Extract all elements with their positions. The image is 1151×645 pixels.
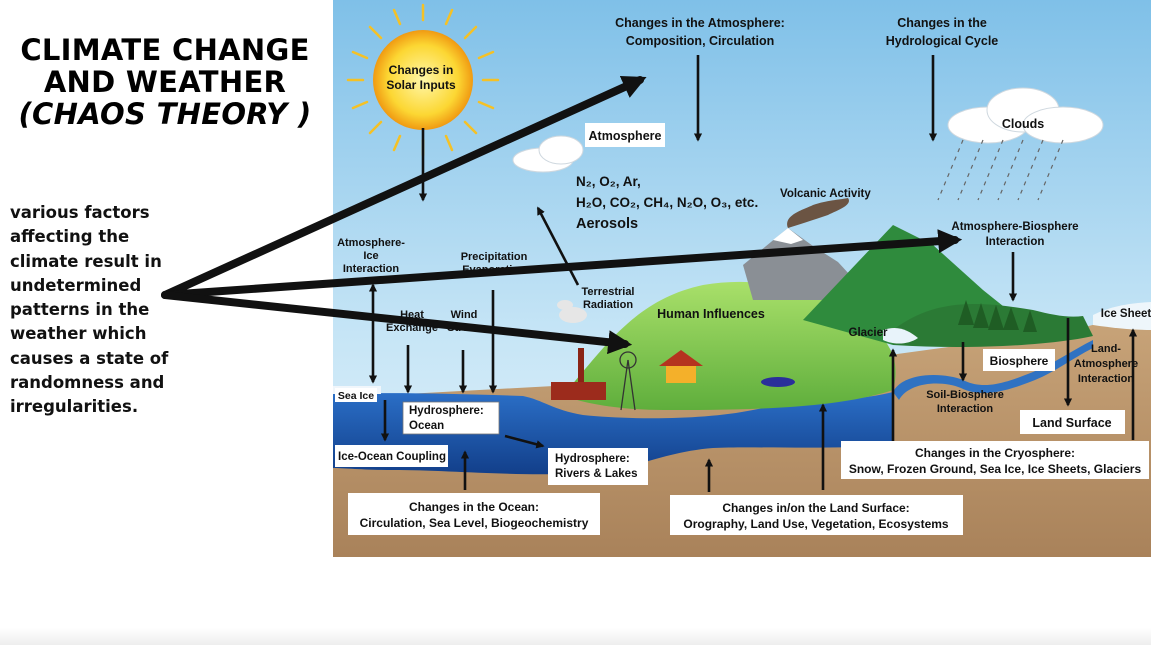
cloud-rain: [947, 87, 1104, 144]
factory-icon: [551, 300, 606, 400]
hydrosphere-ocean-label-2: Ocean: [409, 420, 444, 432]
soil-bio-label-1: Soil-Biosphere: [926, 389, 1004, 401]
atmosphere-changes-label-1: Changes in the Atmosphere:: [615, 16, 785, 30]
land-atm-label-2: Atmosphere: [1074, 358, 1138, 370]
svg-text:Changes in: Changes in: [389, 63, 454, 77]
land-changes-label-2: Orography, Land Use, Vegetation, Ecosyst…: [683, 517, 949, 531]
glacier-label: Glacier: [849, 327, 889, 339]
volcanic-label: Volcanic Activity: [780, 188, 871, 200]
pointer-arrow-atmosphere: [161, 75, 647, 299]
page-title: CLIMATE CHANGE AND WEATHER (CHAOS THEORY…: [0, 34, 330, 130]
sun-icon: [346, 3, 500, 157]
glacier-ice: [883, 327, 918, 344]
cloud-small: [512, 135, 584, 173]
house-icon: [659, 350, 703, 383]
sea-ice-label: Sea Ice: [338, 390, 374, 402]
grey-mountain-snow: [773, 228, 803, 244]
ice-sheet-label: Ice Sheet: [1101, 308, 1151, 320]
hydrosphere-ocean-label-1: Hydrosphere:: [409, 405, 484, 417]
clouds-label: Clouds: [1002, 117, 1044, 131]
description-text: various factors affecting the climate re…: [10, 203, 169, 417]
car-icon: [761, 377, 795, 387]
gases-label-3: Aerosols: [576, 216, 638, 232]
atmosphere-label: Atmosphere: [589, 129, 662, 143]
svg-text:Solar Inputs: Solar Inputs: [386, 78, 456, 92]
soil-bio-label-2: Interaction: [937, 403, 994, 415]
gases-label-1: N₂, O₂, Ar,: [576, 174, 641, 189]
biosphere-label: Biosphere: [990, 354, 1049, 368]
atm-ice-label-2: Ice: [363, 250, 378, 262]
wind-label-1: Wind: [451, 309, 478, 321]
atmosphere-changes-label-2: Composition, Circulation: [626, 34, 775, 48]
title-line-1: CLIMATE CHANGE: [20, 33, 310, 67]
land-atm-label-1: Land-: [1091, 343, 1121, 355]
atm-bio-label-1: Atmosphere-Biosphere: [951, 221, 1078, 233]
diagram-arrows: [380, 55, 1138, 492]
ocean-changes-label-1: Changes in the Ocean:: [409, 500, 539, 514]
sun-label: Changes in Solar Inputs: [386, 63, 456, 92]
ocean-changes-label-2: Circulation, Sea Level, Biogeochemistry: [360, 516, 589, 530]
rivers-label-2: Rivers & Lakes: [555, 468, 637, 480]
cryosphere-label-2: Snow, Frozen Ground, Sea Ice, Ice Sheets…: [849, 462, 1142, 476]
hydro-cycle-label-1: Changes in the: [897, 16, 987, 30]
atm-ice-label-3: Interaction: [343, 263, 400, 275]
title-line-2: AND WEATHER: [43, 65, 287, 99]
ice-ocean-label: Ice-Ocean Coupling: [338, 451, 446, 463]
gases-label-2: H₂O, CO₂, CH₄, N₂O, O₃, etc.: [576, 195, 758, 210]
bottom-strip: [0, 628, 1151, 645]
precip-label-1: Precipitation: [461, 251, 528, 263]
ice-sheet: [1093, 302, 1151, 330]
terrestrial-label-2: Radiation: [583, 299, 633, 311]
title-line-3: (CHAOS THEORY ): [18, 97, 312, 131]
rivers-label-1: Hydrosphere:: [555, 453, 630, 465]
climate-system-diagram: Changes in Solar Inputs Changes in the A…: [333, 0, 1151, 557]
land-surface-label: Land Surface: [1032, 416, 1111, 430]
pointer-arrow-human: [161, 291, 633, 355]
tree-cluster: [958, 300, 1037, 332]
human-influences-label: Human Influences: [657, 307, 765, 321]
atm-ice-label-1: Atmosphere-: [337, 237, 405, 249]
pointer-arrow-atm-bio: [161, 229, 963, 299]
terrestrial-label-1: Terrestrial: [582, 286, 635, 298]
volcanic-smoke: [787, 198, 849, 228]
land-atm-label-3: Interaction: [1078, 373, 1135, 385]
hydro-cycle-label-2: Hydrological Cycle: [886, 34, 999, 48]
rain: [937, 139, 1064, 201]
atm-bio-label-2: Interaction: [986, 236, 1045, 248]
cryosphere-label-1: Changes in the Cryosphere:: [915, 446, 1075, 460]
land-changes-label-1: Changes in/on the Land Surface:: [722, 501, 909, 515]
